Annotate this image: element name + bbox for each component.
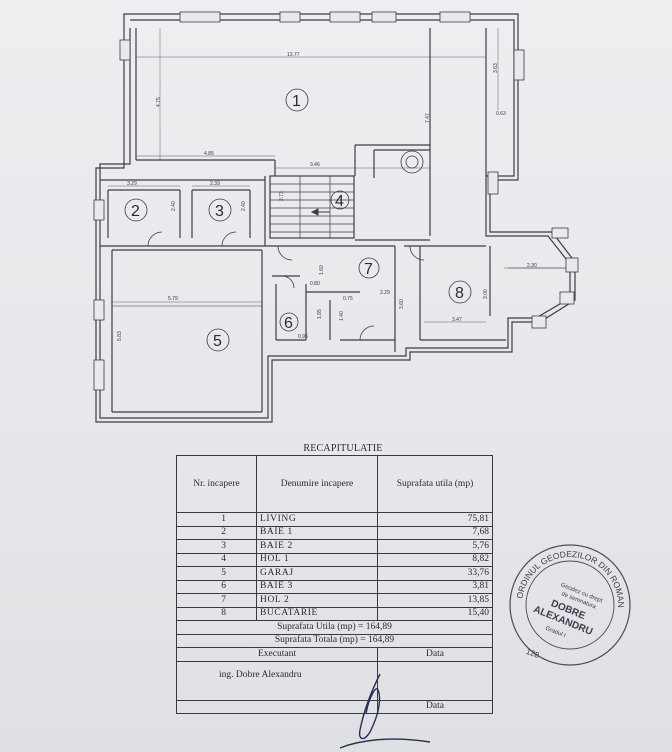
dim-baie3-width: 0.75	[343, 296, 353, 302]
dim-baie3-bottom: 0.96	[298, 334, 308, 340]
recap-table: Nr. incapere Denumire incapere Suprafata…	[176, 455, 493, 714]
dim-baie1-width: 3.29	[127, 181, 137, 187]
table-row: 3 BAIE 2 5,76	[176, 539, 493, 554]
dim-bucatarie-width: 3.47	[452, 317, 462, 323]
room-labels: 1 2 3 4 5 6 7 8	[124, 88, 472, 352]
executant-row: Executant Data	[176, 647, 493, 662]
row-nr: 7	[176, 593, 257, 608]
executant-label: Executant	[176, 647, 378, 662]
plan-windows	[93, 11, 579, 391]
row-area: 7,68	[377, 525, 493, 540]
table-row: 1 LIVING 75,81	[176, 512, 493, 527]
dim-baie2-width: 2.39	[210, 181, 220, 187]
plan-doors	[147, 150, 425, 341]
room-7-label: 7	[364, 261, 373, 278]
row-area: 8,82	[377, 552, 493, 567]
header-name: Denumire incapere	[256, 455, 378, 513]
dim-living-right: 7.47	[425, 113, 431, 123]
total-total: Suprafata Totala (mp) = 164,89	[176, 633, 493, 648]
room-1-label: 1	[292, 93, 301, 110]
room-3-label: 3	[215, 203, 224, 220]
data-label-2: Data	[377, 699, 493, 714]
row-name: HOL 2	[256, 593, 378, 608]
row-nr: 4	[176, 552, 257, 567]
row-nr: 2	[176, 525, 257, 540]
header-nr: Nr. incapere	[176, 455, 257, 513]
row-name: BAIE 3	[256, 579, 378, 594]
header-area: Suprafata utila (mp)	[377, 455, 493, 513]
data-row: Data	[176, 699, 493, 714]
row-name: BAIE 1	[256, 525, 378, 540]
row-name: BAIE 2	[256, 539, 378, 554]
table-row: 8 BUCATARIE 15,40	[176, 606, 493, 621]
room-4-label: 4	[335, 193, 344, 210]
dim-stair-width: 3.46	[310, 162, 320, 168]
row-area: 33,76	[377, 566, 493, 581]
row-area: 13,85	[377, 593, 493, 608]
row-name: BUCATARIE	[256, 606, 378, 621]
recap-header-row: Nr. incapere Denumire incapere Suprafata…	[176, 455, 493, 513]
row-name: LIVING	[256, 512, 378, 527]
dim-stair-vertical: 2.73	[279, 191, 285, 201]
dimension-labels: 13.77 4.75 7.47 3.63 0.63 4.85 3.46 3.29…	[117, 52, 537, 341]
stair-arrow	[310, 208, 330, 216]
dim-garaj-width: 5.79	[168, 296, 178, 302]
room-5-label: 5	[213, 333, 222, 350]
row-nr: 1	[176, 512, 257, 527]
dim-hol2-width: 2.29	[380, 290, 390, 296]
total-total-row: Suprafata Totala (mp) = 164,89	[176, 633, 493, 648]
stamp-grade: Gradul I	[544, 626, 566, 640]
engineer-date-cell	[377, 660, 493, 701]
room-2-label: 2	[131, 203, 140, 220]
room-6-label: 6	[284, 315, 293, 332]
dim-living-width: 13.77	[287, 52, 300, 58]
data-label: Data	[377, 647, 493, 662]
table-row: 7 HOL 2 13,85	[176, 593, 493, 608]
room-8-label: 8	[455, 285, 464, 302]
dim-baie1-height: 2.40	[171, 201, 177, 211]
row-name: HOL 1	[256, 552, 378, 567]
row-area: 15,40	[377, 606, 493, 621]
dim-bay-width: 2.30	[527, 263, 537, 269]
stamp-number: 128	[525, 647, 541, 660]
table-row: 2 BAIE 1 7,68	[176, 525, 493, 540]
geodesist-stamp: ORDINUL GEODEZILOR DIN ROMANIA Geodez cu…	[508, 543, 631, 666]
table-row: 6 BAIE 3 3,81	[176, 579, 493, 594]
dim-living-right-top: 3.63	[493, 63, 499, 73]
dim-bucatarie-height: 3.00	[483, 289, 489, 299]
dim-baie3-small: 1.40	[339, 311, 345, 321]
dim-baie2-height: 2.40	[241, 201, 247, 211]
row-name: GARAJ	[256, 566, 378, 581]
dim-hol2-height: 1.60	[319, 265, 325, 275]
dim-bucatarie-left: 3.60	[399, 299, 405, 309]
row-nr: 5	[176, 566, 257, 581]
total-util-row: Suprafata Utila (mp) = 164,89	[176, 620, 493, 635]
row-area: 3,81	[377, 579, 493, 594]
row-nr: 3	[176, 539, 257, 554]
table-row: 4 HOL 1 8,82	[176, 552, 493, 567]
floor-plan: 1 2 3 4 5 6 7 8 13.77 4.75 7.47 3.63 0.6…	[93, 11, 579, 423]
dim-living-bottom: 4.85	[204, 151, 214, 157]
row-nr: 6	[176, 579, 257, 594]
dim-garaj-height: 5.83	[117, 331, 123, 341]
row-nr: 8	[176, 606, 257, 621]
dim-baie3-height: 1.85	[317, 309, 323, 319]
row-area: 5,76	[377, 539, 493, 554]
table-row: 5 GARAJ 33,76	[176, 566, 493, 581]
signature-scribble	[339, 673, 431, 749]
total-util: Suprafata Utila (mp) = 164,89	[176, 620, 493, 635]
dim-living-small: 0.63	[496, 111, 506, 117]
dim-living-height: 4.75	[156, 97, 162, 107]
row-area: 75,81	[377, 512, 493, 527]
dimension-lines	[108, 28, 566, 323]
plan-walls	[95, 13, 576, 423]
dim-hol2-small: 0.80	[310, 281, 320, 287]
